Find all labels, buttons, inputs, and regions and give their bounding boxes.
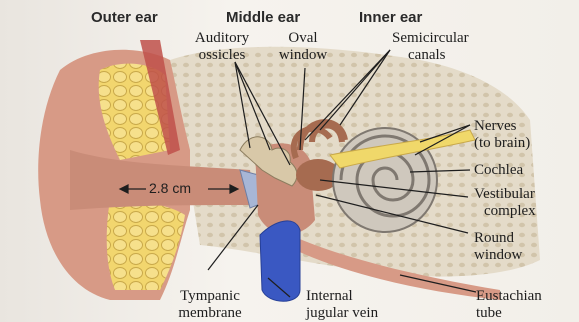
label-internal-jugular-vein: Internal jugular vein (306, 288, 378, 322)
auricle-cartilage-lower (107, 200, 185, 290)
label-round-window: Round window (474, 230, 522, 264)
label-vestibular-complex: Vestibular complex (474, 186, 536, 220)
faint-page-header (280, 0, 440, 4)
section-middle-ear: Middle ear (226, 9, 300, 26)
label-eustachian-tube: Eustachian tube (476, 288, 542, 322)
label-cochlea: Cochlea (474, 162, 523, 179)
section-inner-ear: Inner ear (359, 9, 422, 26)
section-outer-ear: Outer ear (91, 9, 158, 26)
label-nerves: Nerves (to brain) (474, 118, 530, 152)
label-oval-window: Oval window (271, 30, 335, 64)
label-tympanic-membrane: Tympanic membrane (165, 288, 255, 322)
label-semicircular-canals: Semicircular canals (392, 30, 469, 64)
label-ear-canal-length: 2.8 cm (147, 181, 193, 196)
label-auditory-ossicles: Auditory ossicles (184, 30, 260, 64)
internal-jugular-vein (260, 221, 300, 301)
